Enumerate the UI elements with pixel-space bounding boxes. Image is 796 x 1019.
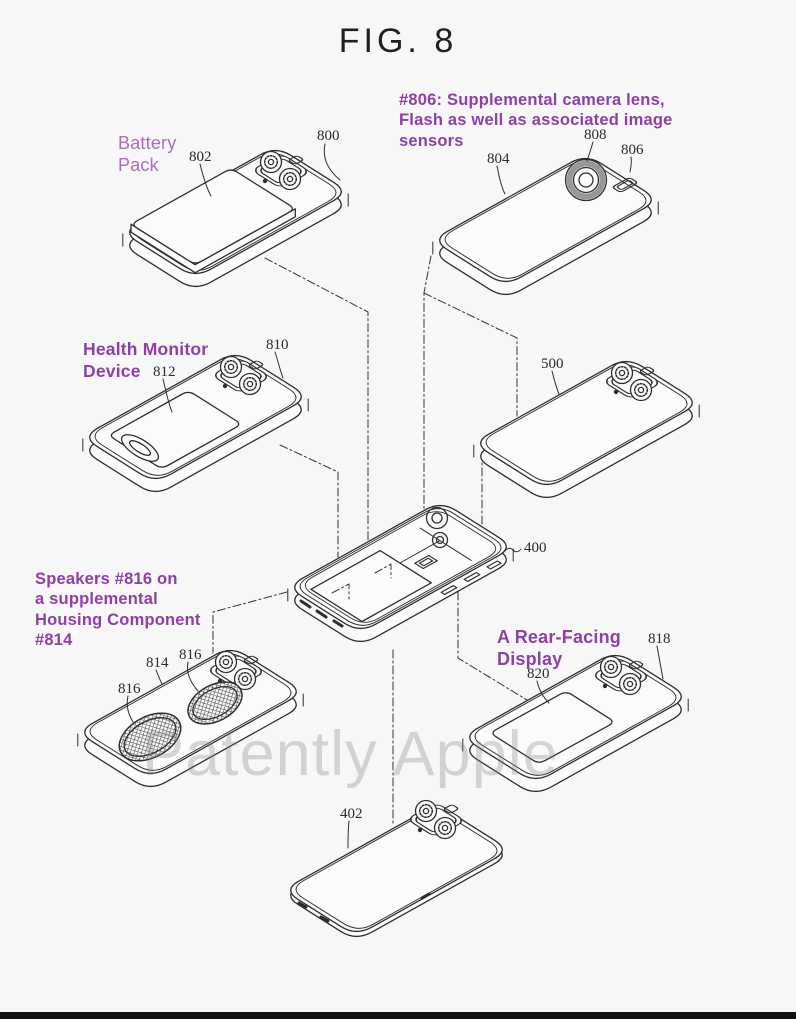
camera-lens-note: #806: Supplemental camera lens, Flash as… (399, 91, 673, 150)
ref-818: 818 (648, 631, 671, 647)
battery-pack-label: Battery Pack (118, 133, 177, 176)
ref-820: 820 (527, 666, 550, 682)
health-monitor-label: Health Monitor Device (83, 339, 209, 381)
ref-800: 800 (317, 128, 340, 144)
leader-lines (126, 141, 664, 849)
ref-500: 500 (541, 356, 564, 372)
health-monitor-device (83, 356, 308, 492)
ref-816-lower: 816 (118, 681, 141, 697)
speakers-label: Speakers #816 on a supplemental Housing … (35, 570, 201, 650)
footer-bar (0, 1012, 796, 1019)
speaker-accessory (78, 651, 303, 787)
ref-810: 810 (266, 337, 289, 353)
ref-808: 808 (584, 127, 607, 143)
figure-title: FIG. 8 (338, 22, 458, 60)
ref-814: 814 (146, 655, 169, 671)
rear-display-accessory (463, 656, 688, 792)
ref-816-upper: 816 (179, 647, 202, 663)
battery-pack-device (123, 151, 348, 287)
ref-400: 400 (524, 540, 547, 556)
ref-804: 804 (487, 151, 510, 167)
exploded-connector-lines (212, 255, 528, 826)
main-device-400 (288, 506, 513, 642)
patently-apple-watermark: Patently Apple (142, 719, 559, 789)
camera-lens-accessory (433, 159, 658, 295)
ref-802: 802 (189, 149, 212, 165)
ref-402: 402 (340, 806, 363, 822)
ref-806: 806 (621, 142, 644, 158)
smartphone-500 (474, 362, 699, 498)
ref-812: 812 (153, 364, 176, 380)
rear-display-label: A Rear-Facing Display (497, 627, 621, 670)
back-cover-402 (290, 799, 503, 938)
